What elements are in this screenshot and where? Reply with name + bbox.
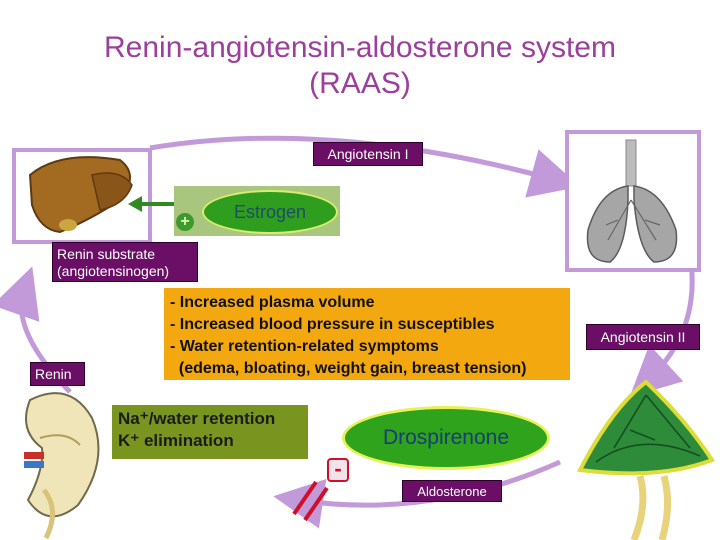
inhibition-minus-icon: -	[327, 458, 349, 482]
adrenal-gland-icon	[576, 379, 716, 540]
block-mark	[292, 480, 329, 522]
renin-label: Renin	[30, 362, 85, 386]
renin-substrate-label: Renin substrate (angiotensinogen)	[52, 242, 198, 282]
effects-box: - Increased plasma volume - Increased bl…	[164, 288, 570, 380]
cycle-arrow-right	[629, 254, 695, 397]
drospirenone-oval: Drospirenone	[342, 406, 550, 470]
effect-item: (edema, bloating, weight gain, breast te…	[170, 360, 527, 377]
lungs-icon	[586, 139, 678, 263]
effect-item: - Increased blood pressure in susceptibl…	[170, 316, 495, 333]
liver-icon	[28, 156, 133, 234]
aldosterone-label: Aldosterone	[402, 480, 502, 502]
title-line-2: (RAAS)	[309, 67, 411, 100]
sodium-line-1: Na⁺/water retention	[118, 409, 276, 428]
title-line-1: Renin-angiotensin-aldosterone system	[104, 31, 616, 64]
renin-substrate-line-1: Renin substrate	[57, 246, 156, 262]
cycle-arrow-top	[149, 135, 581, 198]
angiotensin-1-label: Angiotensin I	[313, 142, 423, 166]
effect-item: - Water retention-related symptoms	[170, 338, 439, 355]
angiotensin-2-label: Angiotensin II	[586, 324, 700, 350]
sodium-line-2: K⁺ elimination	[118, 431, 234, 450]
page-title: Renin-angiotensin-aldosterone system (RA…	[0, 30, 720, 102]
effect-item: - Increased plasma volume	[170, 294, 375, 311]
renin-substrate-line-2: (angiotensinogen)	[57, 263, 170, 279]
kidney-icon	[24, 392, 100, 540]
stimulation-plus-icon: +	[176, 213, 194, 231]
estrogen-oval: Estrogen	[202, 190, 338, 234]
sodium-retention-box: Na⁺/water retention K⁺ elimination	[112, 405, 308, 459]
